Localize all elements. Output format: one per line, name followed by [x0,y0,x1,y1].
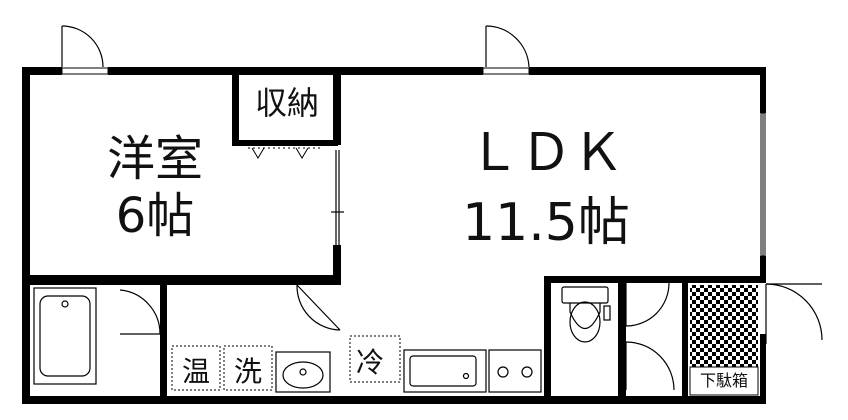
fridge-box [349,335,401,383]
bathtub [33,287,97,385]
windows [61,67,766,257]
doors [61,25,823,391]
kitchen-sink [403,349,487,393]
washbasin [275,351,331,393]
laundry-box [223,345,273,391]
closet-label: 収納 [255,84,319,122]
appliance-boxes [171,335,401,391]
walls [22,67,766,404]
western-room-name: 洋室 [107,131,203,187]
western-room-size: 6帖 [116,188,195,244]
entrance-floor [689,285,759,396]
ldk-name: ＬＤＫ [468,123,624,183]
window-top-left [61,67,109,75]
toilet [561,286,611,343]
fridge-label: 冷 [356,346,384,379]
laundry-label: 洗 [234,355,262,388]
water-heater-label: 温 [182,355,210,388]
shoe-box-label: 下駄箱 [700,371,748,390]
ldk-size: 11.5帖 [462,193,630,253]
door-washroom [296,284,341,331]
closet-door-marks [248,147,320,159]
water-heater-box [171,345,221,391]
stove [488,349,542,393]
window-top-right [482,67,530,75]
